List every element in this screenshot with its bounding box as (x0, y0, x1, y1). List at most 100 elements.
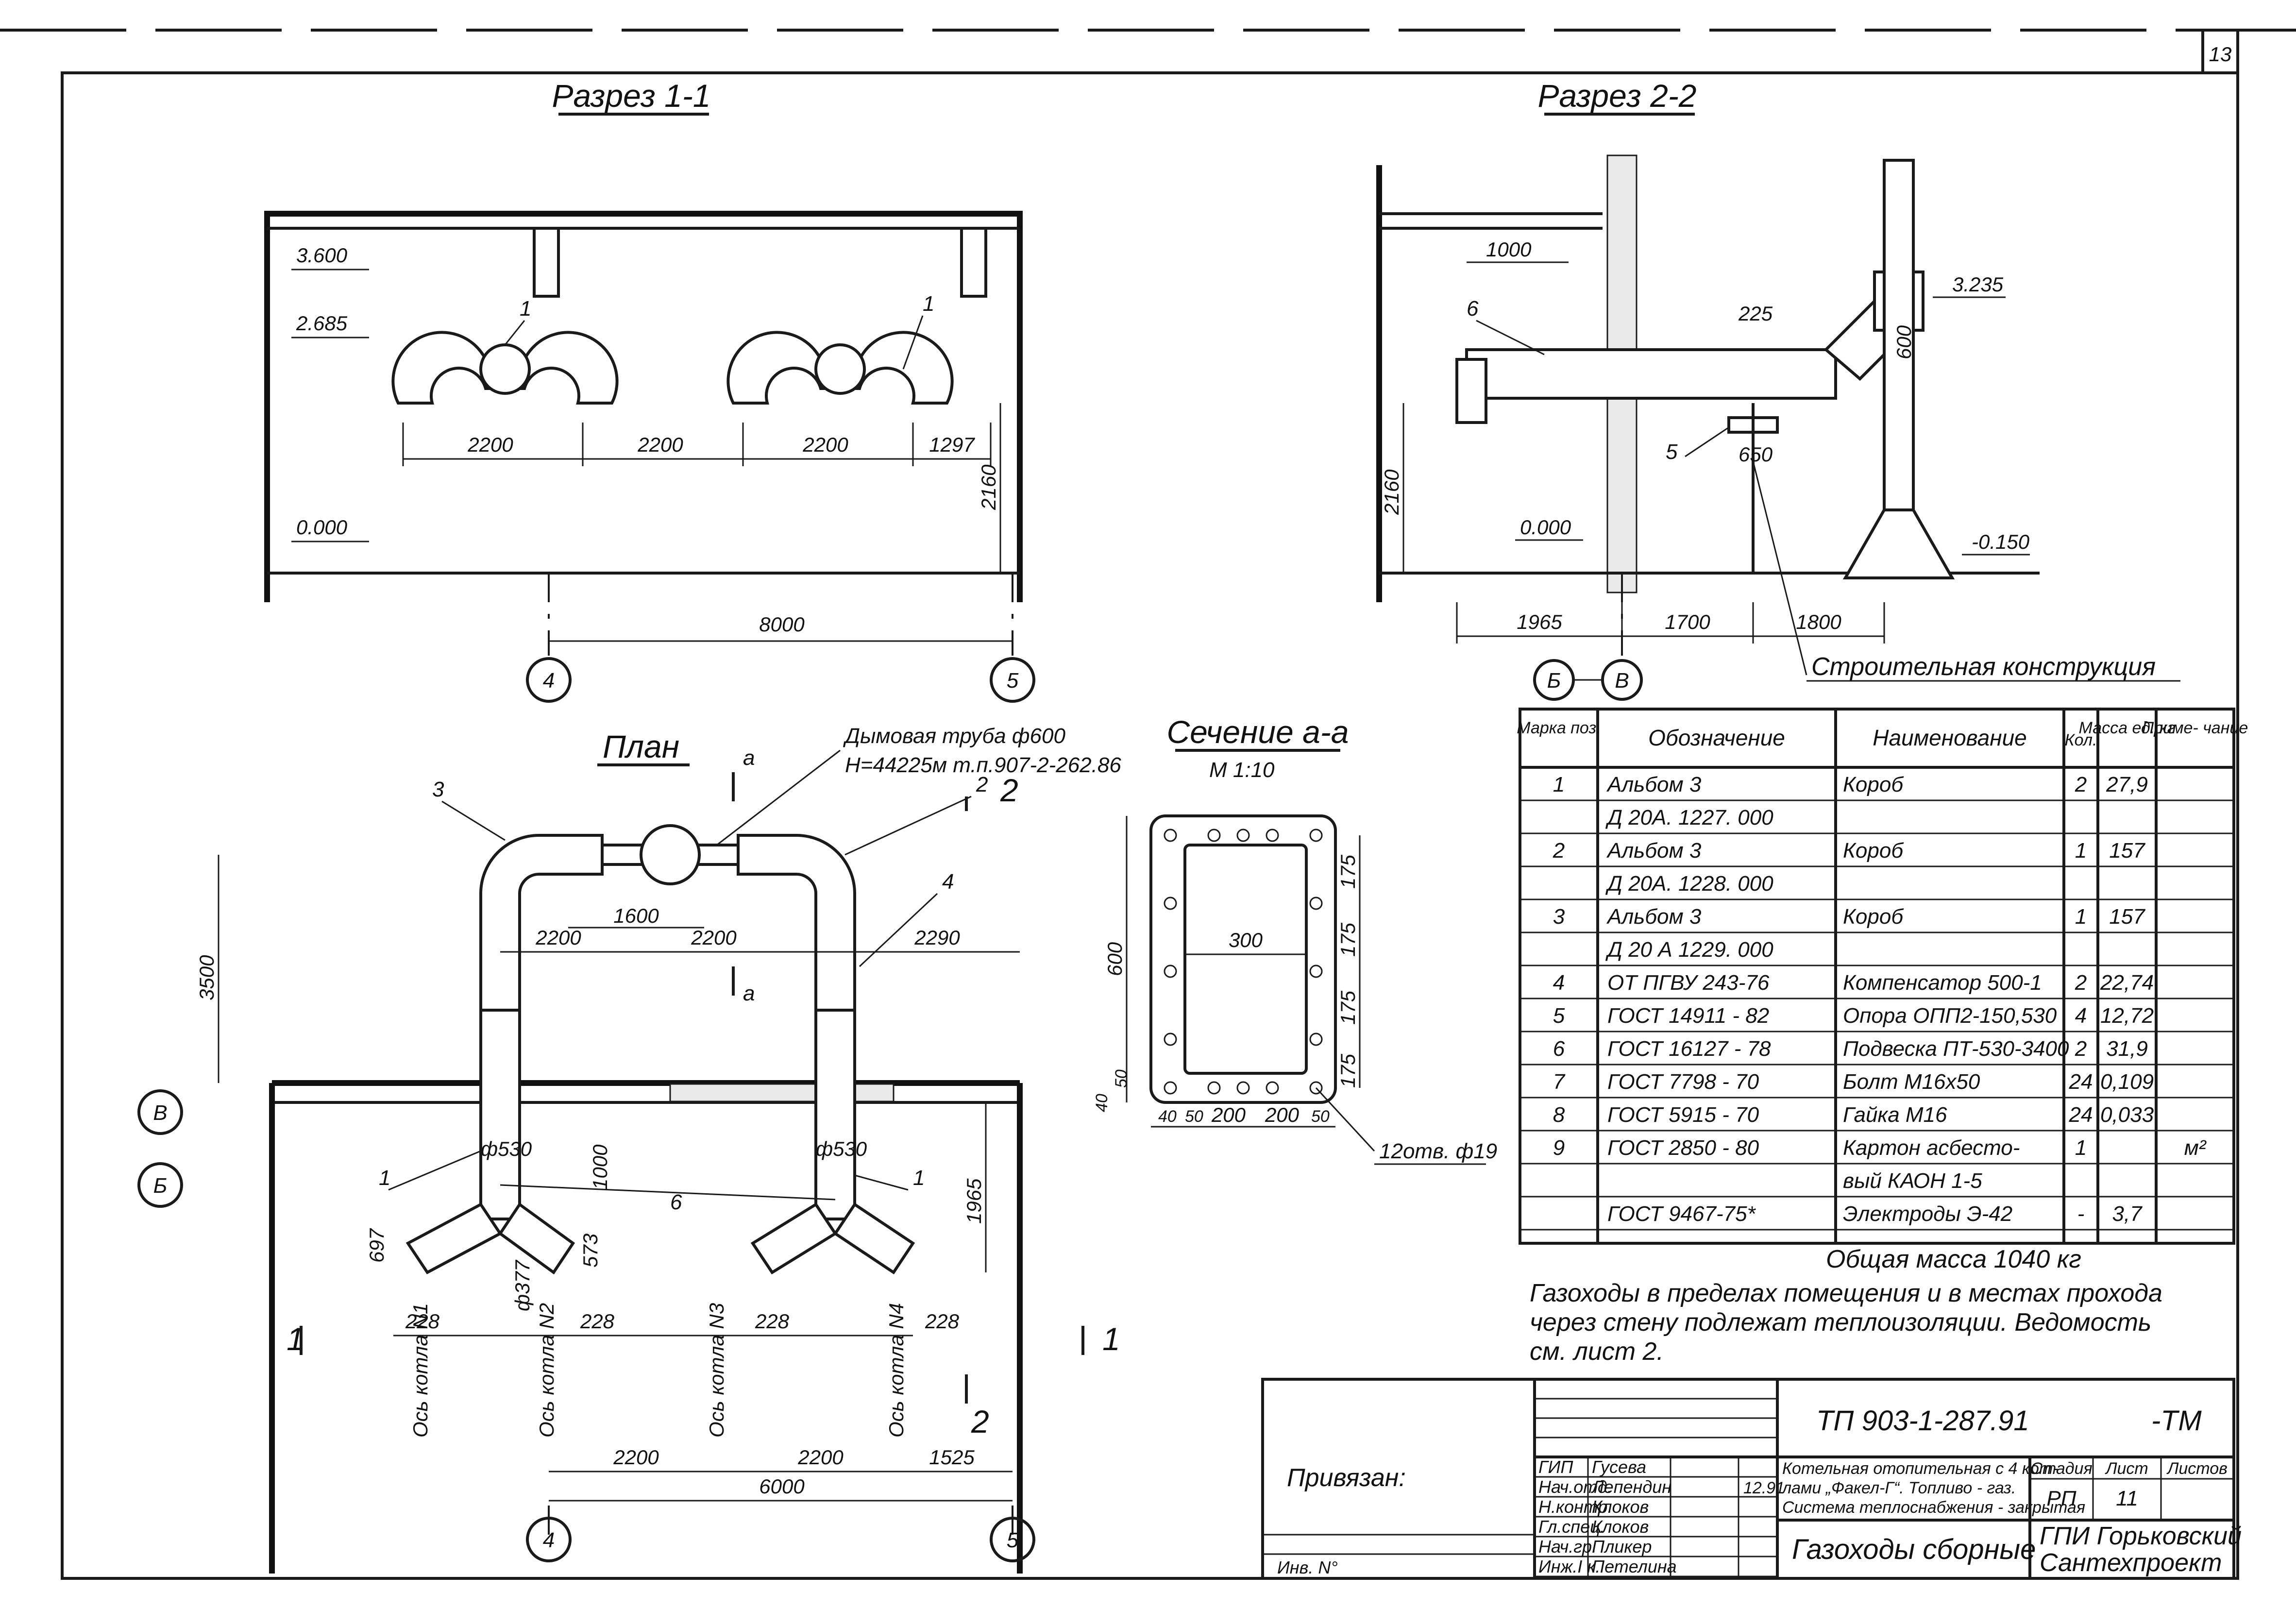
spec-cell-mass: 3,7 (2112, 1202, 2143, 1226)
pos-label-5: 5 (1666, 440, 1678, 464)
aa-dim-175-c: 175 (1336, 990, 1359, 1025)
dim-650: 650 (1739, 443, 1773, 466)
th-note: Приме- чание (2142, 719, 2248, 737)
section-2-2: Разрез 2-2 3.235 0.000 -0.150 6 5 1000 (1376, 78, 2180, 701)
section-a-a-title: Сечение а-а (1167, 714, 1349, 750)
staff-role: Н.контр. (1538, 1497, 1612, 1517)
bolt-holes (1164, 829, 1323, 1095)
aa-dim-300: 300 (1229, 929, 1263, 951)
spec-cell-code: ГОСТ 2850 - 80 (1607, 1136, 1759, 1160)
plan-dim-2200-b: 2200 (691, 926, 737, 949)
plan-title: План (603, 728, 679, 764)
level-3600: 3.600 (296, 244, 348, 267)
inv-label: Инв. N° (1277, 1557, 1338, 1577)
plan-dim-2200-d: 2200 (797, 1446, 844, 1469)
section-1-1-title: Разрез 1-1 (552, 78, 710, 114)
note-line-1: Газоходы в пределах помещения и в местах… (1530, 1279, 2162, 1307)
plan-pos-2: 2 (976, 773, 988, 796)
staff-role: Нач.гр. (1538, 1537, 1597, 1557)
spec-cell-code: ГОСТ 7798 - 70 (1607, 1070, 1759, 1094)
spec-cell-code: ГОСТ 16127 - 78 (1607, 1037, 1771, 1061)
dim-1965-r: 1965 (1517, 610, 1562, 633)
dim-8000: 8000 (759, 613, 805, 636)
spec-cell-code: ГОСТ 5915 - 70 (1607, 1103, 1759, 1127)
sign-date: 12.91 (1743, 1479, 1785, 1497)
spec-cell-pos: 8 (1553, 1103, 1565, 1127)
staff-name: Лепендин (1591, 1477, 1671, 1497)
level-m0150: -0.150 (1972, 530, 2030, 553)
spec-cell-qty: 24 (2069, 1103, 2093, 1127)
staff-role: Нач.отд. (1538, 1477, 1612, 1497)
staff-role: ГИП (1538, 1457, 1573, 1477)
plan-dim-2200-a: 2200 (535, 926, 581, 949)
cut-1-right: 1 (1102, 1321, 1120, 1357)
spec-cell-code: ОТ ПГВУ 243-76 (1607, 971, 1770, 995)
sheets-label: Листов (2166, 1459, 2228, 1478)
aa-dim-175-a: 175 (1336, 854, 1359, 889)
spec-cell-code: ГОСТ 9467-75* (1607, 1202, 1756, 1226)
spec-cell-code: Д 20А. 1228. 000 (1605, 872, 1773, 896)
chimney-label-1: Дымовая труба ф600 (843, 724, 1065, 748)
spec-cell-qty: - (2077, 1202, 2085, 1226)
spec-cell-qty: 2 (2075, 773, 2087, 796)
spec-cell-pos: 7 (1553, 1070, 1566, 1094)
sheet-number: 13 (2209, 43, 2232, 66)
spec-cell-name: Опора ОПП2-150,530 (1843, 1004, 2057, 1028)
spec-cell-qty: 1 (2075, 839, 2087, 863)
level-0000: 0.000 (296, 516, 348, 539)
note-line-3: см. лист 2. (1530, 1337, 1664, 1366)
plan-dim-228-b: 228 (580, 1310, 615, 1333)
spec-cell-note: м² (2184, 1136, 2207, 1160)
drawing-name: Газоходы сборные (1792, 1534, 2036, 1565)
th-code: Обозначение (1648, 725, 1785, 750)
plan-dim-3500: 3500 (195, 955, 218, 1000)
aa-dim-175-d: 175 (1336, 1053, 1359, 1088)
aa-dim-175-b: 175 (1336, 922, 1359, 957)
boiler-axis-1: Ось котла N1 (409, 1303, 432, 1438)
spec-cell-qty: 1 (2075, 1136, 2087, 1160)
aa-dim-200-a: 200 (1211, 1103, 1246, 1126)
spec-cell-qty: 1 (2075, 905, 2087, 929)
spec-cell-code: Альбом 3 (1606, 773, 1702, 796)
plan-dim-6000: 6000 (759, 1475, 805, 1498)
spec-cell-mass: 157 (2109, 839, 2145, 863)
spec-cell-code: Альбом 3 (1606, 905, 1702, 929)
spec-cell-code: ГОСТ 14911 - 82 (1607, 1004, 1769, 1028)
spec-cell-qty: 2 (2075, 1037, 2087, 1061)
axis-v-top: В (1615, 669, 1629, 693)
dim-2200-a: 2200 (467, 433, 513, 456)
project-line-2: лами „Факел-Г“. Топливо - газ. (1781, 1479, 2016, 1497)
spec-cell-mass: 0,033 (2100, 1103, 2154, 1127)
stage-value: РП (2046, 1487, 2076, 1510)
title-block: ТП 903-1-287.91 -ТМ Привязан: Инв. N° ГИ… (1261, 1378, 2242, 1580)
sheet-value: 11 (2116, 1487, 2138, 1510)
aa-dim-50-v: 50 (1112, 1069, 1131, 1088)
sheet-label: Лист (2105, 1459, 2148, 1478)
org-line-1: ГПИ Горьковский (2040, 1522, 2242, 1550)
spec-cell-mass: 22,74 (2100, 971, 2154, 995)
spec-cell-pos: 9 (1553, 1136, 1565, 1160)
cut-a-bottom: а (743, 982, 755, 1005)
aa-dim-50-h: 50 (1185, 1107, 1203, 1126)
plan-diam-377: ф377 (511, 1259, 534, 1311)
aa-dim-600: 600 (1103, 942, 1126, 976)
plan-dim-228-d: 228 (925, 1310, 960, 1333)
project-line-1: Котельная отопительная с 4 кот- (1782, 1459, 2059, 1478)
axis-5-top: 5 (1007, 669, 1019, 693)
spec-cell-mass: 12,72 (2100, 1004, 2154, 1028)
note-line-2: через стену подлежат теплоизоляции. Ведо… (1530, 1308, 2151, 1337)
aa-dim-50-h2: 50 (1311, 1107, 1330, 1126)
spec-cell-code: Альбом 3 (1606, 839, 1702, 863)
dim-1700: 1700 (1665, 610, 1710, 633)
aa-dim-40-h: 40 (1158, 1107, 1177, 1126)
spec-cell-name: Картон асбесто- (1843, 1136, 2020, 1160)
general-note: Газоходы в пределах помещения и в местах… (1530, 1279, 2162, 1366)
plan-diam-530-a: ф530 (481, 1137, 532, 1160)
spec-cell-pos: 1 (1553, 773, 1565, 796)
axis-v-plan: В (153, 1101, 167, 1125)
cut-2-bottom: 2 (971, 1404, 989, 1439)
th-name: Наименование (1873, 725, 2026, 750)
spec-cell-mass: 31,9 (2106, 1037, 2148, 1061)
